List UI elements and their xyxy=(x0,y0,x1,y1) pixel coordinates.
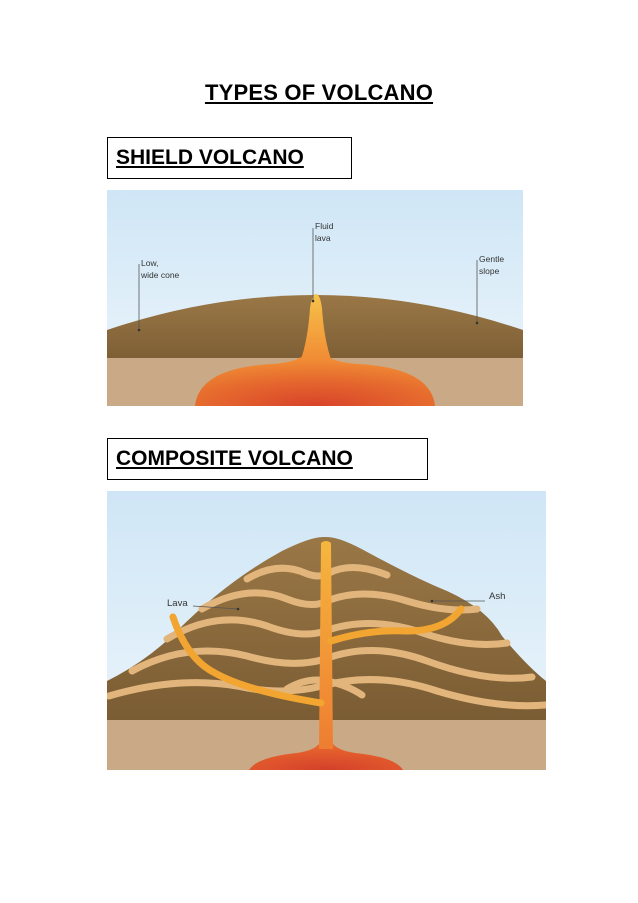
shield-volcano-diagram: Fluid lava Low, wide cone Gentle slope xyxy=(107,190,523,406)
lava-pointer-dot xyxy=(236,607,240,611)
magma-chamber xyxy=(249,741,403,770)
ash-pointer-dot xyxy=(430,599,434,603)
label-gentle: Gentle xyxy=(479,254,504,264)
left-side-vent xyxy=(169,613,325,707)
shield-volcano-heading: SHIELD VOLCANO xyxy=(116,146,304,169)
label-low: Low, xyxy=(141,258,159,268)
lava-pointer xyxy=(192,605,239,610)
label-lava: Lava xyxy=(167,598,188,609)
label-fluid: Fluid xyxy=(315,221,334,231)
shield-volcano-heading-box: SHIELD VOLCANO xyxy=(107,137,352,179)
gentle-slope-pointer-dot xyxy=(475,321,479,325)
right-side-vent xyxy=(327,605,465,645)
low-wide-cone-pointer-dot xyxy=(137,328,141,332)
label-slope: slope xyxy=(479,266,500,276)
main-conduit xyxy=(319,541,333,749)
fluid-lava-pointer-dot xyxy=(311,299,315,303)
layer-5 xyxy=(243,564,391,583)
composite-volcano-heading-box: COMPOSITE VOLCANO xyxy=(107,438,428,480)
page-title: TYPES OF VOLCANO xyxy=(204,80,434,105)
label-lava: lava xyxy=(315,233,331,243)
label-ash: Ash xyxy=(489,591,505,602)
lava-conduit xyxy=(300,294,332,362)
composite-volcano-diagram: Lava Ash xyxy=(107,491,546,770)
label-wide-cone: wide cone xyxy=(140,270,180,280)
composite-volcano-heading: COMPOSITE VOLCANO xyxy=(116,447,353,470)
magma-chamber xyxy=(195,350,435,406)
